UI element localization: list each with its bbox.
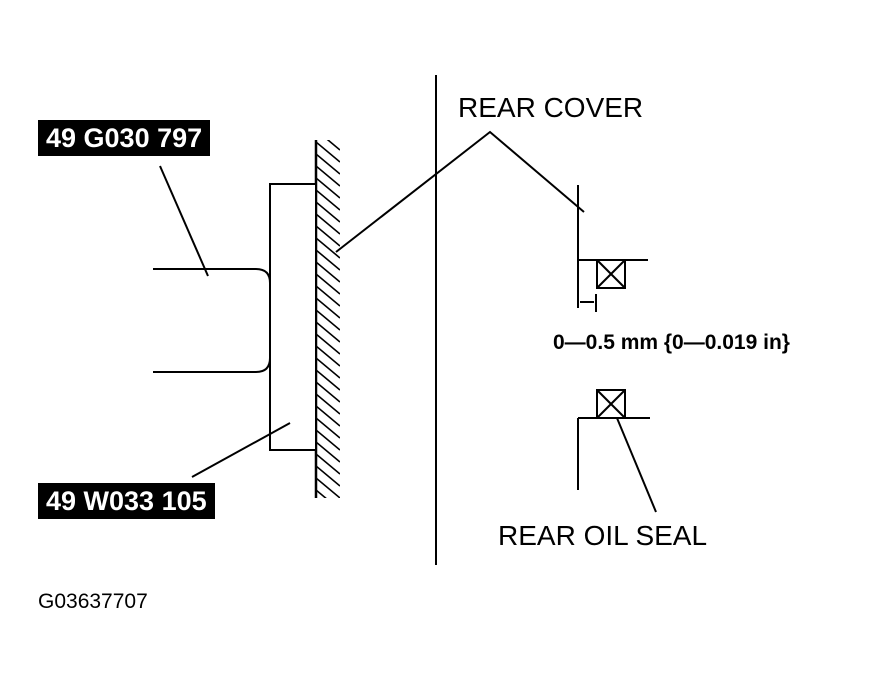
- clearance-spec-label: 0—0.5 mm {0—0.019 in}: [553, 331, 790, 354]
- hatch-line: [316, 417, 340, 439]
- hatch-line: [316, 249, 340, 271]
- hatch-line: [316, 189, 340, 211]
- hatch-line: [316, 453, 340, 475]
- upper-tool-leader: [159, 165, 209, 277]
- hatch-line: [316, 393, 340, 415]
- hatch-line: [316, 465, 340, 487]
- hatch-line: [316, 177, 340, 199]
- figure-id-label: G03637707: [38, 590, 148, 613]
- hatch-line: [316, 345, 340, 367]
- tool-shaft-upper: [153, 268, 271, 284]
- upper-tool-number-label: 49 G030 797: [38, 120, 211, 156]
- hatch-line: [316, 153, 340, 175]
- hatch-line: [316, 309, 340, 331]
- hatch-line: [316, 441, 340, 463]
- tool-shaft-lower: [153, 357, 271, 373]
- hatch-line: [316, 165, 340, 187]
- hatch-line: [316, 225, 340, 247]
- rear-oil-seal-label: REAR OIL SEAL: [498, 520, 708, 551]
- hatch-line: [316, 321, 340, 343]
- hatch-line: [316, 489, 327, 498]
- hatch-line: [316, 141, 340, 163]
- oil-seal-section-upper: [596, 259, 626, 289]
- rear-cover-leader: [335, 130, 585, 253]
- lower-tool-number-label: 49 W033 105: [38, 483, 215, 519]
- hatch-line: [316, 502, 340, 522]
- lower-tool-leader: [191, 422, 291, 478]
- hatch-line: [316, 273, 340, 295]
- hatch-line: [316, 285, 340, 307]
- oil-seal-section-lower: [596, 389, 626, 419]
- hatch-line: [316, 381, 340, 403]
- hatch-line: [316, 237, 340, 259]
- hatch-line: [316, 429, 340, 451]
- hatch-line: [316, 213, 340, 235]
- rear-cover-label: REAR COVER: [458, 92, 644, 123]
- hatch-line: [316, 405, 340, 427]
- hatch-line: [316, 369, 340, 391]
- hatch-line: [316, 477, 340, 498]
- hatch-line: [316, 357, 340, 379]
- rear-oil-seal-leader: [611, 405, 657, 513]
- hatch-line: [316, 297, 340, 319]
- hatch-line: [326, 140, 340, 151]
- hatch-line: [316, 261, 340, 283]
- rear-cover-wall: [314, 140, 340, 522]
- installer-tool-body: [269, 183, 317, 451]
- hatch-line: [316, 201, 340, 223]
- hatch-line: [316, 333, 340, 355]
